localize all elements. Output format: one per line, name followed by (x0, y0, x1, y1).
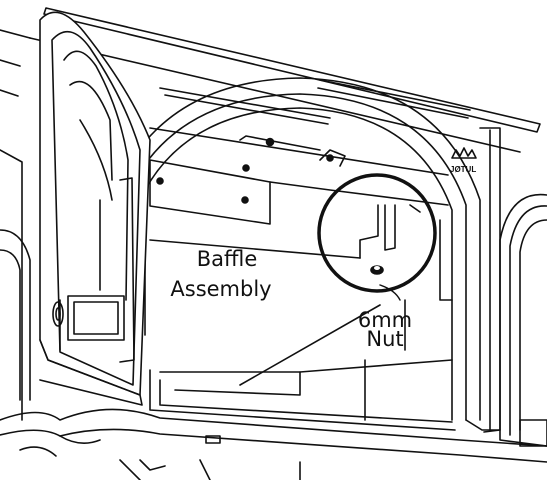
highlight-circle (317, 173, 437, 293)
baffle-label-line2: Assembly (170, 277, 271, 301)
baffle-label-line1: Baffle (197, 247, 258, 271)
nut-label-line2: Nut (366, 327, 403, 351)
right-door (499, 193, 547, 447)
left-side-panel (0, 149, 31, 421)
firebox-arch (119, 77, 501, 433)
hearth-base (0, 408, 547, 480)
rivets (156, 137, 334, 204)
left-door (39, 11, 151, 406)
jotul-logo-text: JØTUL (450, 165, 476, 174)
jotul-crown-logo-icon (451, 147, 477, 159)
nut-label-line1: 6mm (358, 308, 412, 332)
nut-leader-line (379, 284, 401, 301)
six-mm-nut (370, 265, 384, 275)
